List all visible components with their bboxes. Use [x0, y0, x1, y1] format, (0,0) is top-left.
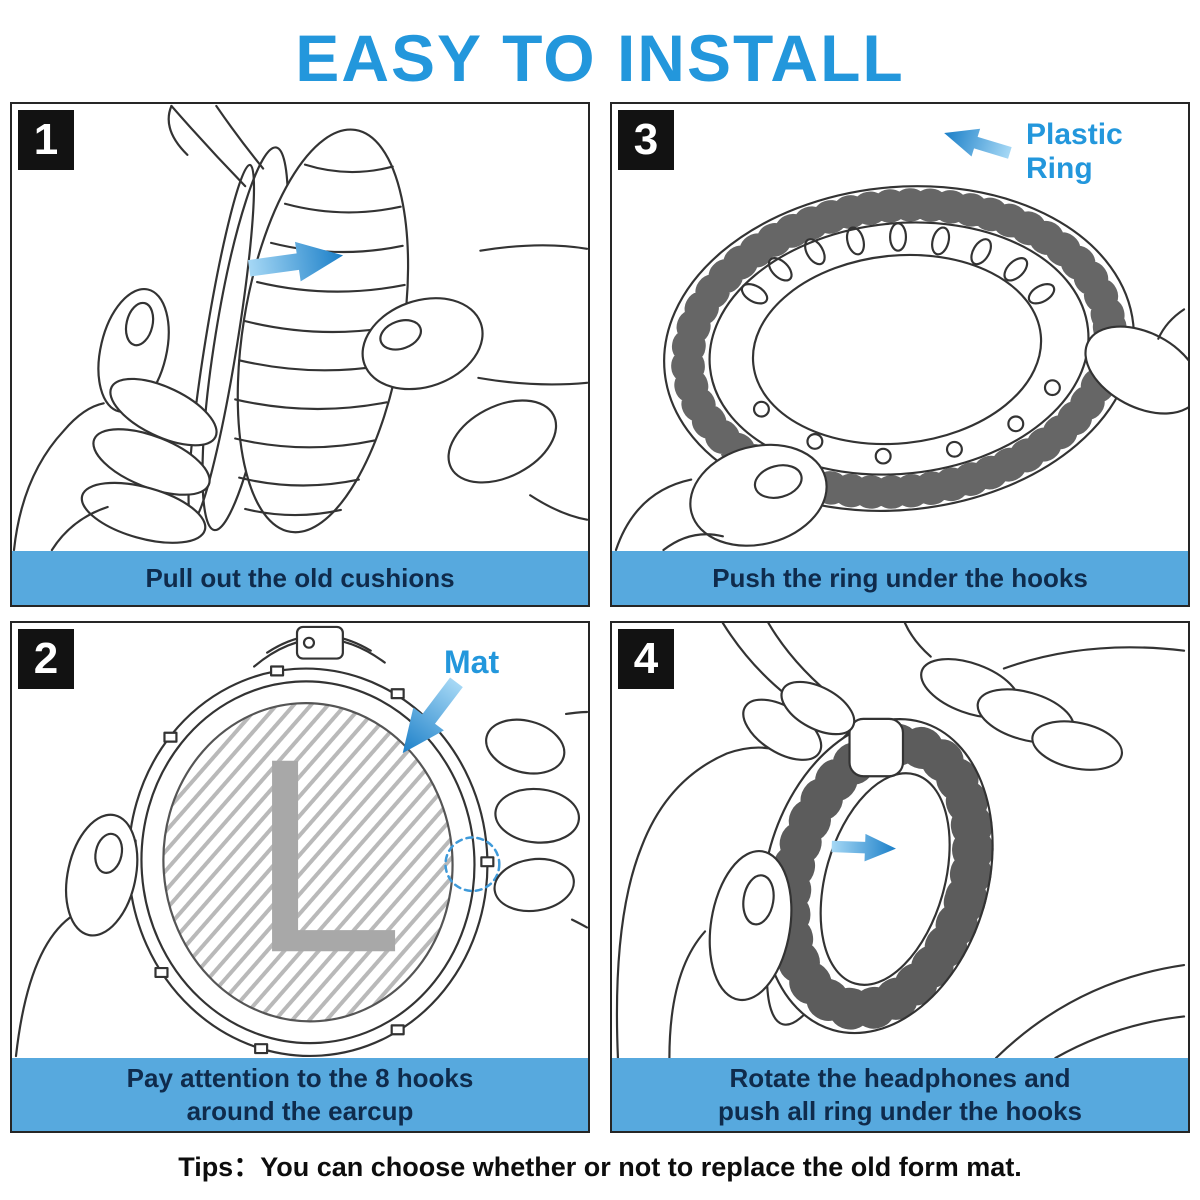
caption-line: Pay attention to the 8 hooks [126, 1063, 474, 1093]
step4-illustration [612, 623, 1188, 1058]
caption-line: around the earcup [186, 1095, 414, 1126]
step-panel-1: 1 [10, 102, 590, 607]
step1-line-art [12, 104, 588, 551]
step4-caption: Rotate the headphones and push all ring … [612, 1058, 1188, 1131]
step1-illustration [12, 104, 588, 551]
hook-highlight-circle [444, 836, 501, 893]
mat-label: Mat [444, 644, 500, 680]
thumb [689, 443, 828, 547]
hook [163, 731, 178, 743]
hook [390, 688, 405, 700]
step-number-badge: 1 [18, 110, 74, 170]
rotate-push-arrow-icon [831, 833, 896, 862]
hook [254, 1043, 269, 1055]
step4-line-art [615, 623, 1186, 1058]
step2-line-art: L [14, 625, 588, 1058]
caption-line: Push the ring under the hooks [712, 562, 1088, 593]
thumb [361, 297, 484, 391]
push-ring-arrow-icon [944, 128, 1012, 159]
foam-mat [162, 702, 454, 1023]
step1-caption: Pull out the old cushions [12, 551, 588, 605]
hook [480, 856, 495, 868]
step3-illustration: Plastic Ring [612, 104, 1188, 551]
hook [270, 665, 285, 677]
step-number-badge: 3 [618, 110, 674, 170]
step-panel-4: 4 [610, 621, 1190, 1133]
step-panel-3: 3 Plastic Ring [610, 102, 1190, 607]
hook-slot [848, 717, 905, 778]
mat-letter: L [249, 700, 404, 1010]
step-number-badge: 4 [618, 629, 674, 689]
thumb [708, 849, 793, 1002]
caption-line: Pull out the old cushions [145, 562, 455, 593]
step-number-badge: 2 [18, 629, 74, 689]
caption-line: Rotate the headphones and [729, 1063, 1071, 1093]
hook [154, 966, 169, 979]
thumb [65, 813, 139, 937]
steps-grid: 1 [0, 92, 1200, 1133]
mat-arrow-icon [402, 677, 463, 754]
plastic-ring-label: Plastic Ring [1026, 118, 1123, 185]
step2-illustration: Mat [12, 623, 588, 1058]
caption-line: push all ring under the hooks [717, 1095, 1083, 1126]
tips-note: Tips：You can choose whether or not to re… [178, 1152, 1022, 1182]
step3-line-art [614, 128, 1188, 551]
step3-caption: Push the ring under the hooks [612, 551, 1188, 605]
step2-caption: Pay attention to the 8 hooks around the … [12, 1058, 588, 1131]
pull-direction-arrow-icon [247, 241, 344, 282]
hook [390, 1024, 405, 1036]
step-panel-2: 2 Mat [10, 621, 590, 1133]
page-title: EASY TO INSTALL [295, 21, 905, 95]
